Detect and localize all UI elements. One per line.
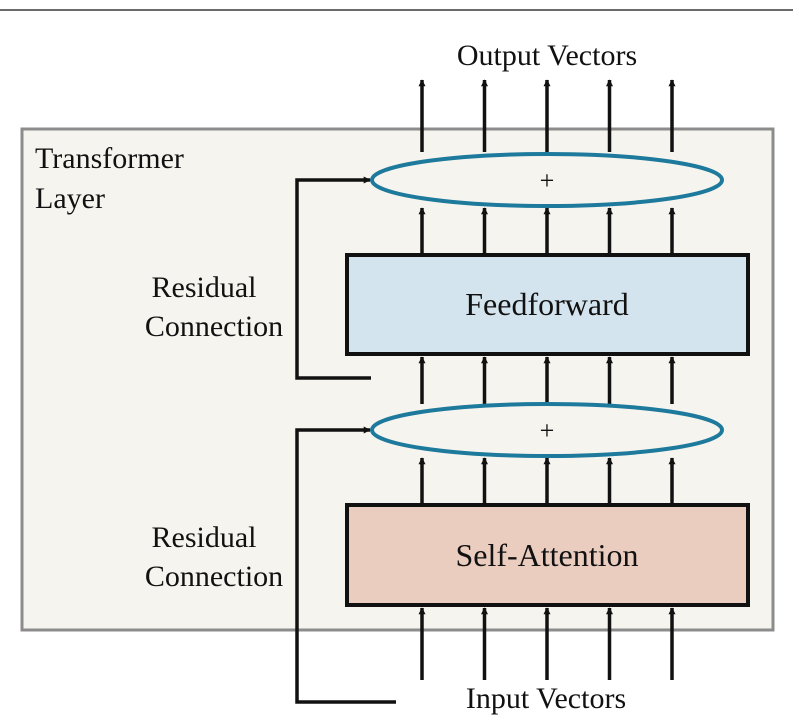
add-symbol-bottom: +	[540, 416, 555, 445]
residual-label-top-line1: Residual	[152, 271, 257, 304]
residual-label-bottom-line1: Residual	[152, 521, 257, 554]
frame-title-line1: Transformer	[35, 142, 184, 175]
add-symbol-top: +	[540, 166, 555, 195]
input-vectors-label: Input Vectors	[466, 682, 626, 715]
add-node-top	[370, 152, 724, 208]
residual-label-top-line2: Connection	[145, 310, 283, 343]
residual-label-bottom-line2: Connection	[145, 560, 283, 593]
self-attention-label: Self-Attention	[455, 537, 638, 573]
feedforward-label: Feedforward	[465, 286, 628, 322]
add-node-bottom	[370, 402, 724, 458]
self-attention-block	[345, 503, 750, 607]
output-vectors-label: Output Vectors	[457, 39, 637, 72]
vector-arrows	[418, 79, 676, 680]
feedforward-block	[345, 253, 750, 356]
frame-title-line2: Layer	[35, 182, 105, 215]
residual-connection-bottom	[295, 426, 396, 704]
residual-connection-top	[295, 176, 371, 380]
